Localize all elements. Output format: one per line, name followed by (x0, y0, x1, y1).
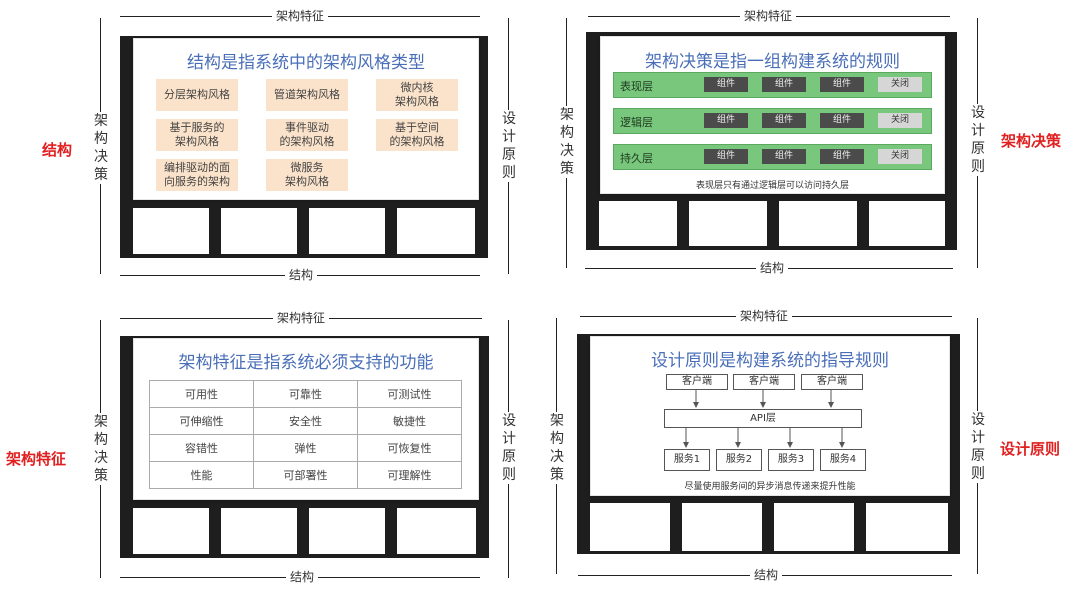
decisions-panel: 架构决策是指一组构建系统的规则 表现层 组件 组件 组件 关闭 逻辑层 组件 组… (600, 36, 945, 194)
grid-cell: 可测试性 (357, 380, 462, 408)
foundation-cell (309, 208, 385, 254)
foundation-cell (774, 503, 854, 551)
foundation-cell (397, 508, 476, 554)
foundation-cell (869, 201, 945, 246)
left-axis-label: 架构决策 (549, 412, 565, 484)
bottom-axis-label: 结构 (756, 261, 789, 275)
component-box: 组件 (704, 113, 748, 128)
service-box: 服务2 (716, 449, 762, 471)
structure-panel: 结构是指系统中的架构风格类型 分层架构风格 管道架构风格 微内核 架构风格 基于… (133, 38, 479, 200)
foundation-cell (133, 508, 209, 554)
client-box: 客户端 (801, 374, 863, 390)
right-axis-label: 设计原则 (501, 110, 517, 182)
panel-title: 架构决策是指一组构建系统的规则 (645, 52, 900, 72)
foundation-cell (221, 508, 297, 554)
top-axis-label: 架构特征 (740, 9, 797, 23)
component-box: 组件 (762, 77, 806, 92)
bottom-axis-label: 结构 (286, 570, 319, 584)
grid-cell: 可伸缩性 (149, 407, 254, 435)
foundation-cell (689, 201, 767, 246)
side-label-structure: 结构 (42, 141, 73, 159)
toggle-closed: 关闭 (878, 149, 922, 164)
top-axis-label: 架构特征 (736, 309, 793, 323)
principles-panel: 设计原则是构建系统的指导规则 客户端 客户端 客户端 API层 服务1 服务2 … (590, 336, 950, 496)
foundation-cell (779, 201, 857, 246)
client-box: 客户端 (733, 374, 795, 390)
component-box: 组件 (820, 113, 864, 128)
diagram-arrows (683, 389, 845, 448)
bottom-axis-label: 结构 (750, 568, 783, 582)
grid-cell: 性能 (149, 461, 254, 489)
component-box: 组件 (762, 149, 806, 164)
top-axis-label: 架构特征 (273, 311, 330, 325)
characteristics-grid: 可用性 可靠性 可测试性 可伸缩性 安全性 敏捷性 容错性 弹性 可恢复性 性能… (149, 380, 462, 489)
panel-title: 设计原则是构建系统的指导规则 (651, 351, 889, 371)
style-box: 管道架构风格 (266, 79, 348, 111)
layer-logic: 逻辑层 组件 组件 组件 关闭 (613, 108, 932, 134)
foundation-cell (397, 208, 475, 254)
foundation-cell (866, 503, 948, 551)
side-label-decisions: 架构决策 (1001, 132, 1062, 150)
right-axis-label: 设计原则 (501, 412, 517, 484)
left-axis-label: 架构决策 (559, 106, 575, 178)
grid-cell: 容错性 (149, 434, 254, 462)
component-box: 组件 (820, 149, 864, 164)
component-box: 组件 (704, 149, 748, 164)
left-axis-label: 架构决策 (93, 112, 109, 184)
foundation-cell (599, 201, 677, 246)
panel-title: 结构是指系统中的架构风格类型 (187, 53, 425, 73)
style-box: 基于服务的 架构风格 (156, 119, 238, 151)
toggle-closed: 关闭 (878, 77, 922, 92)
top-axis-label: 架构特征 (272, 9, 329, 23)
style-box: 编排驱动的面 向服务的架构 (156, 159, 238, 191)
grid-cell: 可用性 (149, 380, 254, 408)
grid-cell: 可理解性 (357, 461, 462, 489)
side-label-characteristics: 架构特征 (6, 450, 67, 468)
component-box: 组件 (762, 113, 806, 128)
service-box: 服务4 (820, 449, 866, 471)
component-box: 组件 (820, 77, 864, 92)
layer-presentation: 表现层 组件 组件 组件 关闭 (613, 72, 932, 98)
grid-cell: 可部署性 (253, 461, 358, 489)
foundation-cell (133, 208, 209, 254)
style-box: 分层架构风格 (156, 79, 238, 111)
side-label-principles: 设计原则 (1000, 440, 1061, 458)
layer-persistence: 持久层 组件 组件 组件 关闭 (613, 144, 932, 170)
grid-cell: 安全性 (253, 407, 358, 435)
style-box: 微内核 架构风格 (376, 79, 458, 111)
characteristics-panel: 架构特征是指系统必须支持的功能 可用性 可靠性 可测试性 可伸缩性 安全性 敏捷… (133, 338, 479, 500)
grid-cell: 敏捷性 (357, 407, 462, 435)
service-box: 服务3 (768, 449, 814, 471)
grid-cell: 可靠性 (253, 380, 358, 408)
right-axis-label: 设计原则 (970, 411, 986, 483)
panel-title: 架构特征是指系统必须支持的功能 (178, 353, 434, 373)
left-axis-label: 架构决策 (93, 413, 109, 485)
style-box: 基于空间 的架构风格 (376, 119, 458, 151)
client-box: 客户端 (666, 374, 728, 390)
bottom-axis-label: 结构 (285, 268, 318, 282)
panel-note: 尽量使用服务间的异步消息传递来提升性能 (684, 482, 856, 492)
grid-cell: 可恢复性 (357, 434, 462, 462)
api-layer-box: API层 (664, 409, 862, 428)
style-box: 微服务 架构风格 (266, 159, 348, 191)
toggle-closed: 关闭 (878, 113, 922, 128)
panel-note: 表现层只有通过逻辑层可以访问持久层 (695, 181, 849, 191)
foundation-cell (590, 503, 670, 551)
right-axis-label: 设计原则 (970, 104, 986, 176)
grid-cell: 弹性 (253, 434, 358, 462)
foundation-cell (682, 503, 762, 551)
style-box: 事件驱动 的架构风格 (266, 119, 348, 151)
service-box: 服务1 (664, 449, 710, 471)
component-box: 组件 (704, 77, 748, 92)
foundation-cell (309, 508, 385, 554)
foundation-cell (221, 208, 297, 254)
